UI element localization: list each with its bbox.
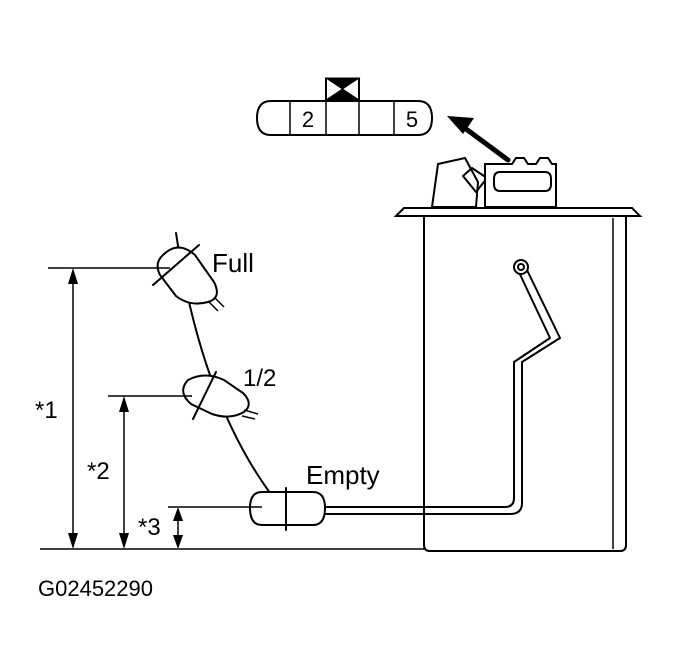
- label-full: Full: [212, 248, 254, 278]
- unit-body: [423, 215, 627, 552]
- label-half: 1/2: [243, 365, 276, 392]
- dimension-3: [173, 507, 183, 549]
- label-dimension-2: *2: [87, 458, 110, 485]
- pin-label-2: 2: [302, 107, 314, 132]
- pin-label-5: 5: [406, 107, 418, 132]
- connector-lock-icon: [324, 77, 361, 101]
- label-dimension-3: *3: [138, 514, 161, 541]
- dimension-2: [119, 396, 129, 549]
- float-empty: [248, 487, 327, 531]
- float-half: [182, 371, 259, 420]
- unit-flange: [393, 207, 643, 217]
- connector: 2 5: [255, 77, 434, 136]
- unit-housing-left: [430, 156, 480, 208]
- connector-body: [255, 100, 434, 136]
- label-dimension-1: *1: [35, 397, 58, 424]
- fuel-sender-unit: [323, 156, 643, 552]
- dimension-1: [68, 268, 78, 549]
- label-empty: Empty: [306, 460, 380, 490]
- float-full: [152, 244, 225, 312]
- figure-code: G02452290: [38, 576, 153, 601]
- connector-arrow-icon: [447, 116, 511, 163]
